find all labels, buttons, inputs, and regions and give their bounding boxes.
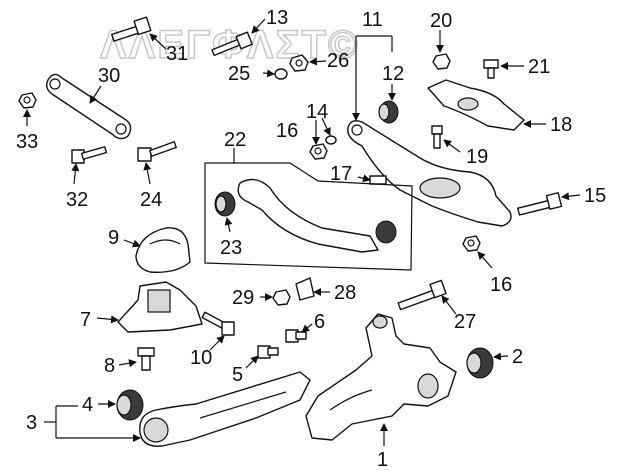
callout-15: 15 <box>584 185 606 207</box>
part-4-bushing <box>116 389 144 421</box>
callout-6: 6 <box>314 311 325 333</box>
callout-25: 25 <box>228 63 250 85</box>
callout-13: 13 <box>266 7 288 29</box>
callout-5: 5 <box>232 364 243 386</box>
callout-28: 28 <box>334 282 356 304</box>
part-32-bolt <box>71 146 108 164</box>
part-18-bracket <box>427 79 525 131</box>
part-1-knuckle <box>305 313 457 441</box>
callout-11: 11 <box>362 9 383 31</box>
part-22-box <box>204 162 413 271</box>
callout-14: 14 <box>306 101 328 123</box>
part-23-bushing <box>214 191 236 217</box>
callout-22: 22 <box>224 129 246 151</box>
callout-32: 32 <box>66 189 88 211</box>
part-7-mount <box>117 281 203 333</box>
part-19-bolt <box>431 125 443 149</box>
part-3-trailing-arm <box>139 371 311 447</box>
callout-12: 12 <box>382 63 404 85</box>
part-29-nut <box>272 289 291 306</box>
callout-31: 31 <box>166 43 188 65</box>
part-12-bushing <box>378 100 399 124</box>
part-9-cover <box>135 227 191 273</box>
part-11-upper-arm <box>347 120 512 227</box>
callout-29: 29 <box>232 287 254 309</box>
callout-9: 9 <box>108 227 119 249</box>
part-22-arm <box>237 178 397 253</box>
callout-24: 24 <box>140 189 162 211</box>
callout-1: 1 <box>377 449 388 471</box>
callout-18: 18 <box>550 114 572 136</box>
part-14-washer <box>325 135 337 145</box>
callout-26: 26 <box>327 50 349 72</box>
part-24-bolt <box>137 141 177 162</box>
callout-19: 19 <box>466 146 488 168</box>
part-33-nut <box>18 92 37 109</box>
callout-3: 3 <box>26 412 37 434</box>
leader-lines <box>23 18 581 446</box>
part-31-bolt <box>111 16 152 42</box>
part-5-bolt <box>257 345 279 359</box>
part-26-nut <box>289 54 309 72</box>
callout-8: 8 <box>104 355 115 377</box>
callout-2: 2 <box>512 346 523 368</box>
part-20-nut <box>432 53 451 70</box>
part-28-plate <box>295 277 315 301</box>
callout-20: 20 <box>430 10 452 32</box>
callout-27: 27 <box>454 311 476 333</box>
callout-23: 23 <box>220 237 242 259</box>
callout-21: 21 <box>528 56 550 78</box>
callout-16-upper: 16 <box>276 120 298 142</box>
callout-10: 10 <box>190 347 212 369</box>
callout-7: 7 <box>80 309 91 331</box>
part-16-nut-lower <box>462 235 481 252</box>
part-2-bushing <box>466 347 494 379</box>
callout-16-lower: 16 <box>490 274 512 296</box>
part-17-bolt <box>369 175 387 185</box>
part-30-lateral-link <box>45 73 132 140</box>
part-25-washer <box>274 68 288 80</box>
callout-33: 33 <box>16 131 38 153</box>
part-21-bolt <box>483 59 499 79</box>
part-13-bolt <box>211 31 253 57</box>
part-16-nut-upper <box>309 143 328 160</box>
part-10-bolt <box>201 311 235 336</box>
part-27-bolt <box>397 279 447 311</box>
callout-labels: 31 13 25 26 11 12 20 21 30 33 32 24 18 1… <box>16 7 606 471</box>
part-8-bolt <box>137 347 155 371</box>
callout-4: 4 <box>82 394 93 416</box>
part-15-bolt <box>517 192 563 216</box>
part-6-bolt <box>285 329 307 343</box>
callout-17: 17 <box>330 163 352 185</box>
callout-30: 30 <box>98 65 120 87</box>
